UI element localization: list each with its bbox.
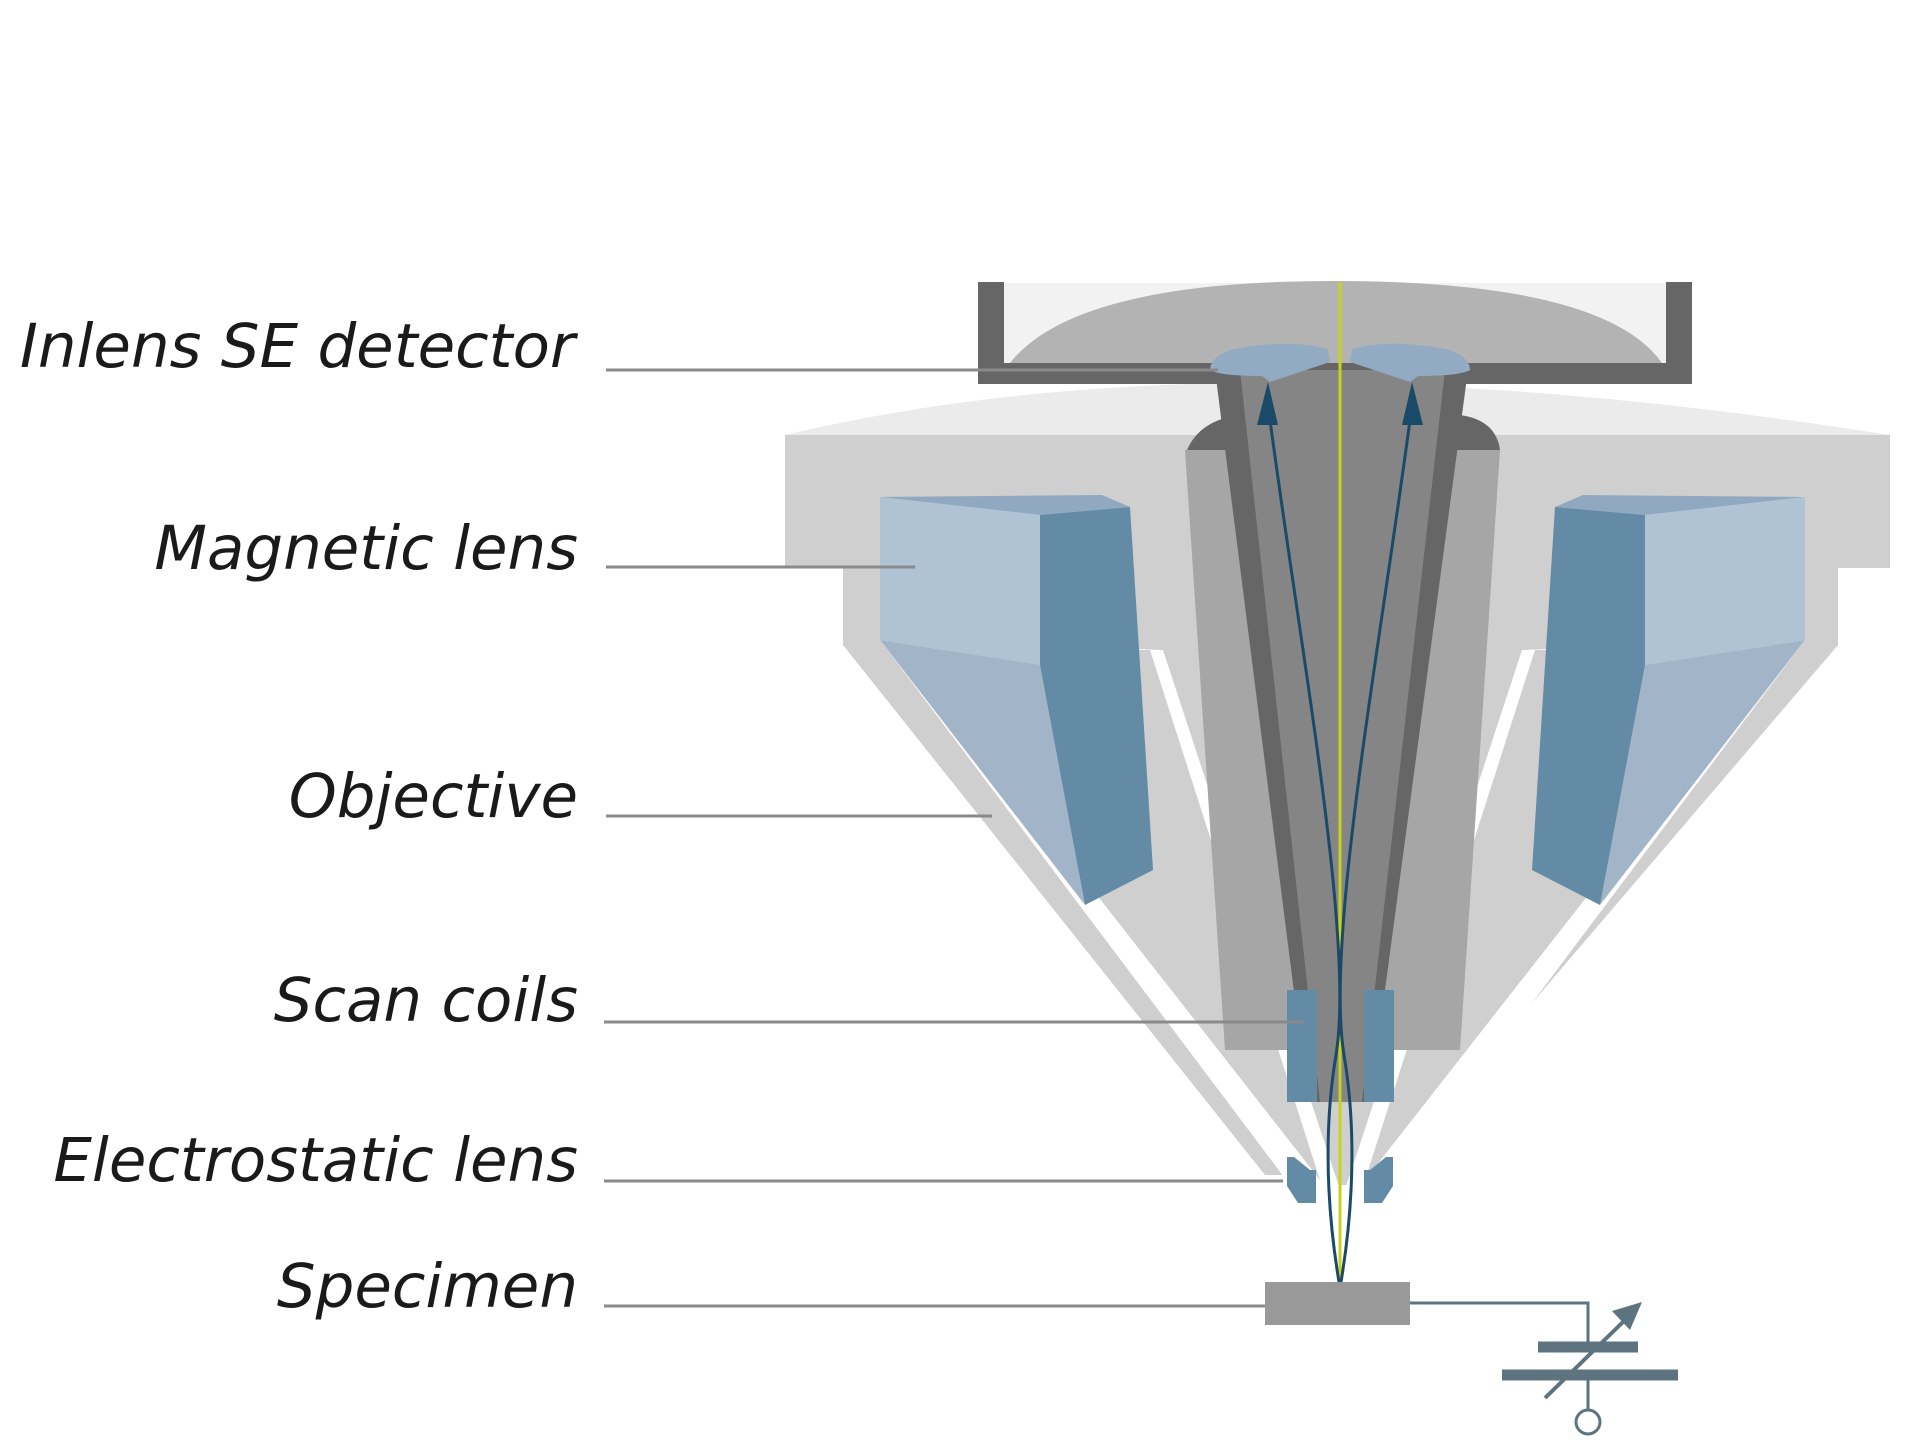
magnetic-lens-right — [1532, 495, 1805, 905]
magnetic-lens-left-light — [880, 497, 1040, 665]
magnetic-lens-left-top — [880, 495, 1130, 515]
detector-dome — [1010, 280, 1662, 363]
magnetic-lens-right-dark — [1532, 507, 1645, 905]
label-scan-coils: Scan coils — [273, 965, 578, 1036]
specimen-block — [1265, 1282, 1410, 1325]
detector-disk-right — [1350, 343, 1470, 382]
label-objective: Objective — [288, 761, 578, 832]
magnetic-lens-left-mid — [880, 640, 1085, 905]
secondary-electron-path-right — [1338, 404, 1414, 1283]
column-core — [1240, 370, 1445, 1102]
inlens-detector-disk — [1210, 343, 1470, 382]
scan-coils — [1287, 990, 1394, 1102]
beam-paths — [1257, 282, 1423, 1283]
specimen-group — [1265, 1282, 1678, 1436]
label-magnetic-lens: Magnetic lens — [154, 513, 578, 584]
scan-coil-left — [1287, 990, 1317, 1102]
electrostatic-electrode-right — [1364, 1157, 1393, 1203]
electrostatic-lens — [1287, 1157, 1393, 1203]
label-electrostatic-lens: Electrostatic lens — [53, 1125, 578, 1196]
detector-frame — [978, 282, 1692, 384]
magnetic-lens-left-dark — [1040, 507, 1153, 905]
circuit-wire — [1410, 1301, 1590, 1345]
label-inlens-se-detector: Inlens SE detector — [19, 311, 575, 382]
electrostatic-electrode-left — [1287, 1157, 1316, 1203]
bias-voltage-circuit — [1410, 1301, 1678, 1436]
variable-arrowhead-icon — [1612, 1302, 1642, 1330]
magnetic-lens-right-top — [1555, 495, 1805, 515]
magnetic-lens-right-light — [1645, 497, 1805, 665]
magnetic-lens-right-mid — [1600, 640, 1805, 905]
inlens-detector-housing — [978, 280, 1692, 384]
variable-arrow-line — [1543, 1318, 1627, 1400]
electron-column — [1185, 370, 1500, 1102]
scan-coil-right — [1364, 990, 1394, 1102]
magnetic-lens-left — [880, 495, 1153, 905]
arrowhead-left-icon — [1257, 382, 1278, 425]
label-specimen: Specimen — [276, 1251, 578, 1322]
detector-disk-left — [1210, 343, 1330, 382]
leader-lines — [604, 368, 1303, 1308]
arrowhead-right-icon — [1402, 382, 1423, 425]
ground-terminal-icon — [1574, 1408, 1602, 1436]
